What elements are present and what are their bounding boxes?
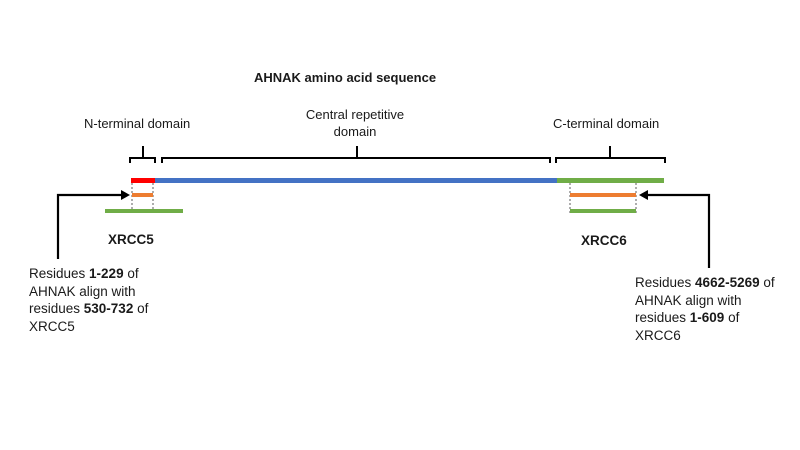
note-text: XRCC5: [29, 318, 75, 334]
note-text: residues: [29, 301, 84, 316]
right-arrow-line: [646, 193, 711, 268]
right-alignment-note: Residues 4662-5269 of AHNAK align with r…: [635, 274, 795, 344]
left-arrow-line: [56, 193, 123, 259]
note-text: AHNAK align with: [635, 292, 742, 308]
central-domain-label: Central repetitive domain: [290, 106, 420, 140]
left-arrow-head: [121, 190, 130, 200]
central-label-line1: Central repetitive: [305, 107, 405, 122]
xrcc6-label: XRCC6: [581, 233, 627, 248]
note-text: of: [759, 275, 775, 290]
note-residue-range: 1-609: [689, 310, 725, 325]
note-residue-range: 4662-5269: [695, 275, 760, 290]
c-terminal-bracket: [555, 146, 666, 163]
diagram-title: AHNAK amino acid sequence: [254, 70, 437, 85]
left-alignment-note: Residues 1-229 of AHNAK align with resid…: [29, 265, 179, 335]
note-text: XRCC6: [635, 327, 681, 343]
central-segment: [155, 178, 557, 183]
note-text: residues: [635, 310, 690, 325]
n-terminal-label: N-terminal domain: [84, 116, 191, 131]
note-text: of: [724, 310, 740, 325]
note-text: Residues: [29, 266, 90, 281]
c-alignment-region: [570, 193, 636, 197]
central-label-line2: domain: [333, 124, 377, 139]
note-text: of: [123, 266, 139, 281]
xrcc5-bar: [105, 209, 183, 213]
n-terminal-segment: [131, 178, 155, 183]
xrcc6-bar: [570, 209, 636, 213]
xrcc5-label: XRCC5: [108, 232, 154, 247]
n-alignment-region: [132, 193, 153, 197]
central-bracket: [161, 146, 551, 163]
note-residue-range: 1-229: [89, 266, 124, 281]
note-residue-range: 530-732: [83, 301, 134, 316]
c-terminal-segment: [557, 178, 664, 183]
c-terminal-label: C-terminal domain: [553, 116, 660, 131]
note-text: Residues: [635, 275, 696, 290]
note-text: AHNAK align with: [29, 283, 136, 299]
n-terminal-bracket: [129, 146, 156, 163]
note-text: of: [133, 301, 149, 316]
right-arrow-head: [639, 190, 648, 200]
